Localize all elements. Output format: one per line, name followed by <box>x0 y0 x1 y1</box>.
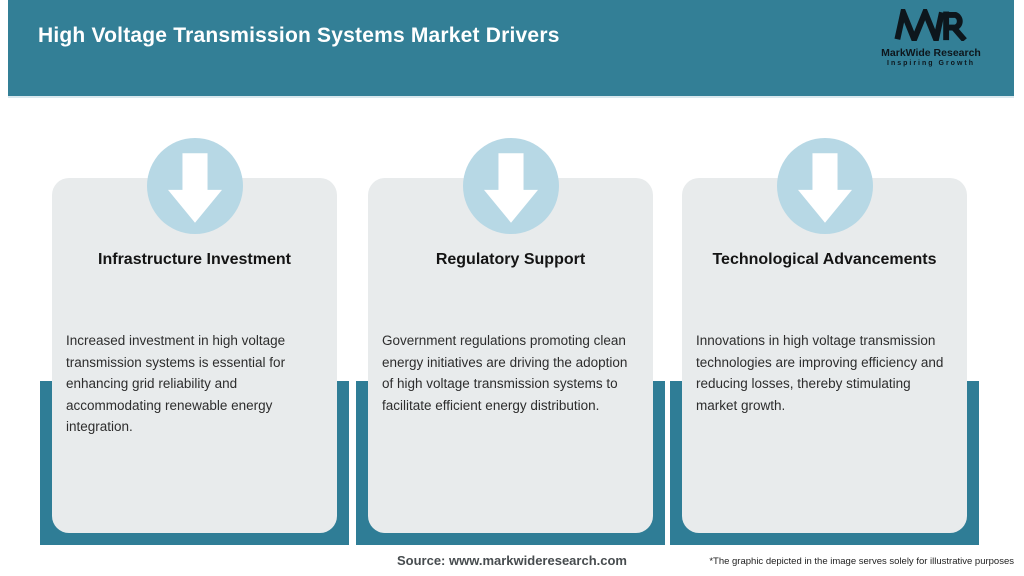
card-icon-circle <box>462 138 559 234</box>
arrow-down-icon <box>483 152 538 228</box>
logo-tagline: Inspiring Growth <box>887 60 975 67</box>
driver-card-regulatory-support: Regulatory Support Government regulation… <box>356 138 665 545</box>
mwr-monogram-icon <box>866 2 996 50</box>
card-icon-circle <box>776 138 873 234</box>
card-description: Innovations in high voltage transmission… <box>696 333 944 413</box>
arrow-down-icon <box>797 152 852 228</box>
arrow-down-icon <box>167 152 222 228</box>
card-panel: Regulatory Support Government regulation… <box>368 138 653 533</box>
card-title: Technological Advancements <box>712 251 937 268</box>
driver-card-technological-advancements: Technological Advancements Innovations i… <box>670 138 979 545</box>
header-banner: High Voltage Transmission Systems Market… <box>8 0 1014 98</box>
source-text: Source: www.markwideresearch.com <box>396 553 627 568</box>
card-panel: Infrastructure Investment Increased inve… <box>52 138 337 533</box>
disclaimer-text: *The graphic depicted in the image serve… <box>709 556 1014 567</box>
card-title: Regulatory Support <box>435 251 586 268</box>
markwide-research-logo: MarkWide Research Inspiring Growth <box>866 2 996 67</box>
card-title: Infrastructure Investment <box>98 251 291 268</box>
card-icon-circle <box>146 138 243 234</box>
card-description: Government regulations promoting clean e… <box>382 333 628 413</box>
logo-company-name: MarkWide Research <box>881 47 981 59</box>
driver-card-infrastructure-investment: Infrastructure Investment Increased inve… <box>40 138 349 545</box>
card-panel: Technological Advancements Innovations i… <box>682 138 967 533</box>
page-title: High Voltage Transmission Systems Market… <box>38 24 560 47</box>
card-description: Increased investment in high voltage tra… <box>66 333 286 434</box>
